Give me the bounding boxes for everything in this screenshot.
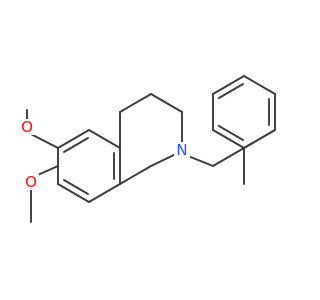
bond-ringB-2 — [119, 93, 152, 113]
bond-ringA-3 — [88, 129, 121, 149]
bond-phenyl-2 — [243, 75, 276, 95]
bond-phenyl-6 — [243, 129, 276, 149]
bond-ringB-6 — [119, 165, 152, 185]
bond-ringA-5 — [88, 183, 121, 203]
atom-o-top-label: O — [21, 118, 33, 136]
structure-canvas: O O N — [19, 75, 276, 223]
bond-phenyl-5-inner — [218, 125, 244, 141]
bond-phenyl-3-inner — [218, 83, 244, 99]
bond-chain-1 — [187, 155, 214, 167]
atom-n-ring: N — [174, 141, 190, 159]
atom-o-top: O — [19, 118, 35, 136]
bond-ringB-3 — [150, 93, 183, 113]
bond-ringA-2 — [57, 129, 90, 149]
bond-ringA-6-inner — [63, 179, 89, 195]
bond-chain-2 — [212, 147, 245, 167]
atom-o-bottom-label: O — [25, 173, 37, 191]
molecule-diagram: O O N — [19, 75, 276, 223]
bond-ringA-6 — [57, 183, 90, 203]
bond-ringA-2-inner — [63, 137, 89, 153]
bond-phenyl-3 — [212, 75, 245, 95]
atom-o-bottom: O — [23, 173, 39, 191]
atom-n-ring-label: N — [176, 141, 187, 159]
bond-phenyl-5 — [212, 129, 245, 149]
bond-ringB-5 — [150, 153, 177, 167]
